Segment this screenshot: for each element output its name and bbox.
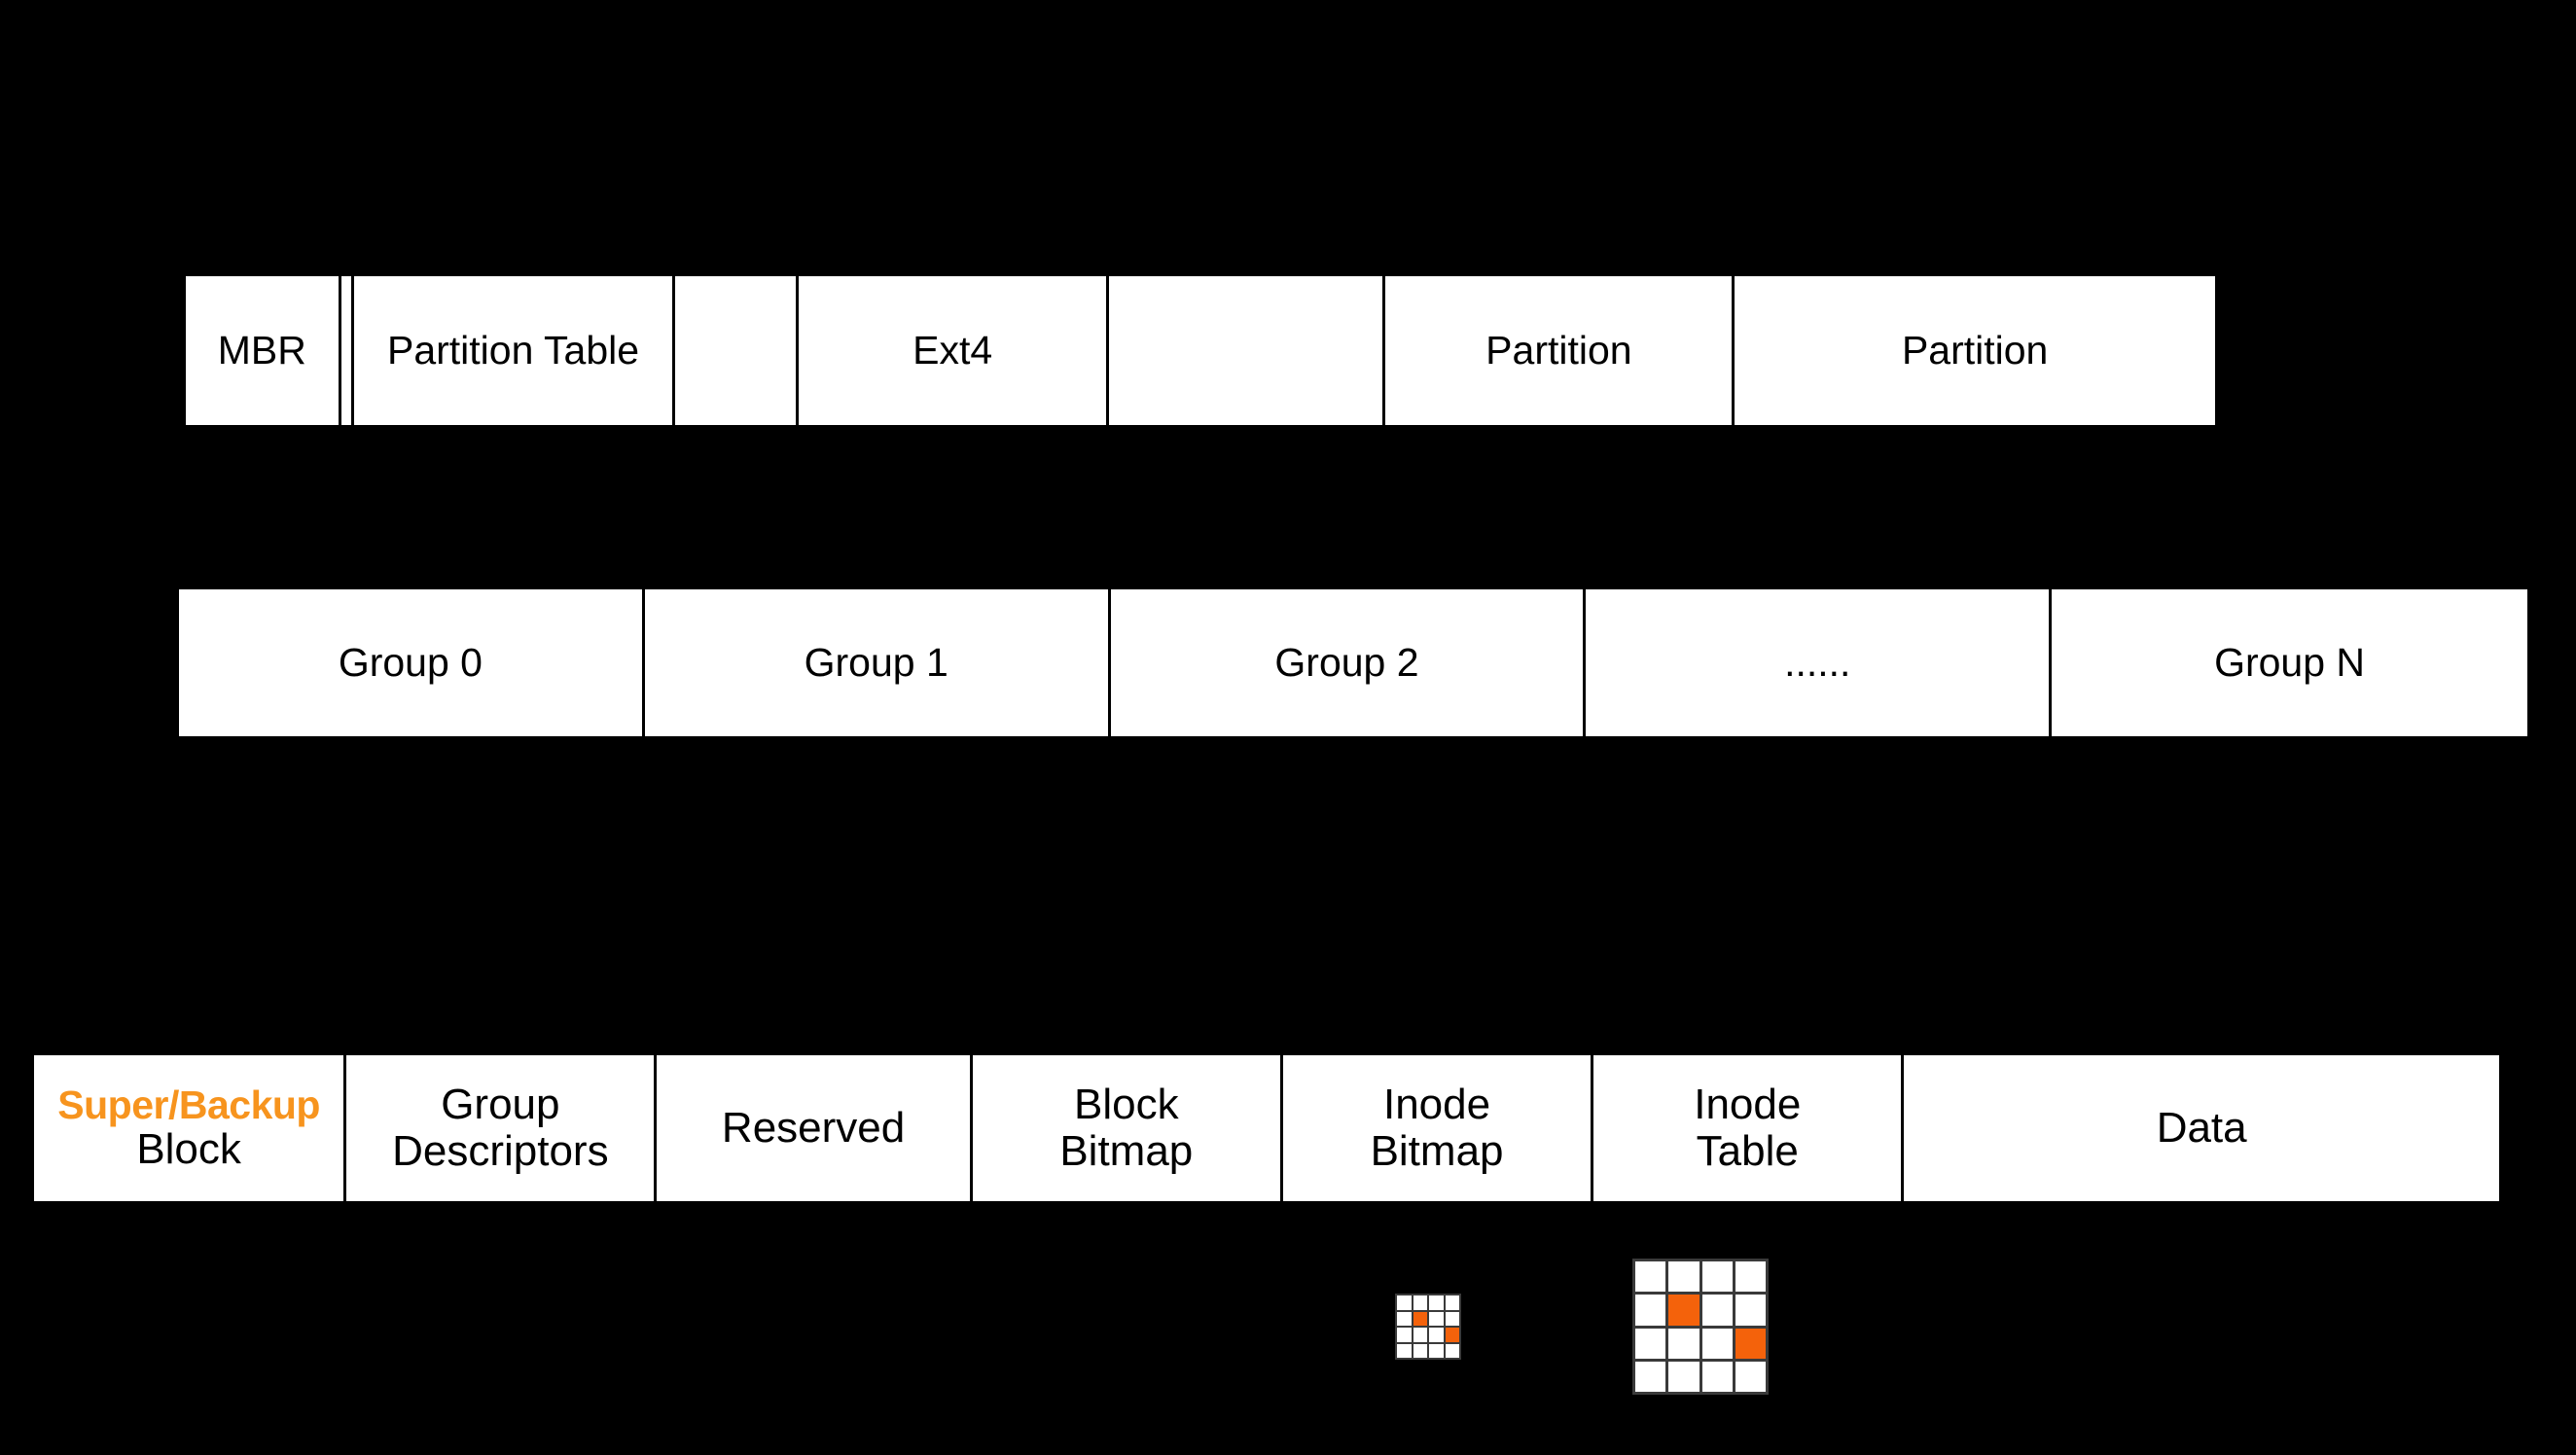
inode-bitmap-grid-cell-r0c3-free — [1735, 1261, 1766, 1293]
disk-cell-ext4: Ext4 — [799, 276, 1110, 425]
block-bitmap-grid-cell-r1c1-set — [1413, 1311, 1427, 1326]
detail-cell-data: Data — [1904, 1055, 2499, 1201]
disk-layout-strip: MBR Partition Table Ext4 Partition Partition — [183, 273, 2218, 428]
inode-bitmap-grid-cell-r3c1-free — [1668, 1361, 1699, 1392]
inode-bitmap-grid-cell-r0c0-free — [1635, 1261, 1666, 1293]
super-backup-block-line-1: Super/Backup — [57, 1082, 320, 1128]
block-bitmap-grid-cell-r1c2-free — [1429, 1311, 1444, 1326]
partition-label: Partition — [1901, 328, 2049, 373]
reserved-line-1: Reserved — [721, 1104, 906, 1153]
inode-bitmap-grid-cell-r1c2-free — [1701, 1295, 1733, 1326]
group-cell-group-2: Group 2 — [1110, 589, 1587, 736]
partition-label: Partition — [1485, 328, 1632, 373]
super-backup-block-line-2: Block — [136, 1125, 241, 1174]
disk-cell-spacer-5 — [1109, 276, 1386, 425]
inode-bitmap-grid-cell-r2c0-free — [1635, 1328, 1666, 1359]
inode-bitmap-grid-cell-r3c3-free — [1735, 1361, 1766, 1392]
block-bitmap-line-2: Bitmap — [1059, 1127, 1194, 1175]
partition-table-label: Partition Table — [386, 328, 640, 373]
block-bitmap-grid — [1395, 1294, 1461, 1360]
disk-cell-spacer-1 — [340, 276, 355, 425]
group-cell-spacer-3: ...... — [1586, 589, 2053, 736]
inode-bitmap-grid-cell-r1c1-set — [1668, 1295, 1699, 1326]
group-descriptors-line-1: Group — [441, 1081, 560, 1129]
block-bitmap-grid-cell-r1c0-free — [1397, 1311, 1412, 1326]
data-line-1: Data — [2156, 1104, 2247, 1153]
ext4-label: Ext4 — [912, 328, 993, 373]
block-bitmap-grid-cell-r0c3-free — [1445, 1295, 1459, 1310]
disk-cell-partition-table: Partition Table — [354, 276, 675, 425]
block-bitmap-grid-cell-r3c2-free — [1429, 1343, 1444, 1358]
inode-bitmap-grid-cell-r0c1-free — [1668, 1261, 1699, 1293]
group-2-label: Group 2 — [1274, 640, 1419, 686]
inode-table-line-1: Inode — [1694, 1081, 1802, 1129]
inode-bitmap-grid-cell-r0c2-free — [1701, 1261, 1733, 1293]
block-bitmap-grid-cell-r3c1-free — [1413, 1343, 1427, 1358]
block-bitmap-grid-cell-r3c3-free — [1445, 1343, 1459, 1358]
inode-bitmap-grid-cell-r2c1-free — [1668, 1328, 1699, 1359]
block-bitmap-grid-cell-r2c0-free — [1397, 1328, 1412, 1342]
group-n-label: Group N — [2214, 640, 2366, 686]
inode-bitmap-grid — [1632, 1259, 1769, 1395]
block-bitmap-grid-cell-r3c0-free — [1397, 1343, 1412, 1358]
group-cell-group-1: Group 1 — [644, 589, 1111, 736]
disk-cell-partition: Partition — [1735, 276, 2215, 425]
group-0-label: Group 0 — [338, 640, 483, 686]
disk-cell-partition: Partition — [1385, 276, 1735, 425]
inode-table-line-2: Table — [1696, 1127, 1799, 1175]
inode-bitmap-grid-cell-r1c3-free — [1735, 1295, 1766, 1326]
block-bitmap-grid-cell-r2c1-free — [1413, 1328, 1427, 1342]
block-bitmap-line-1: Block — [1074, 1081, 1179, 1129]
inode-bitmap-grid-cell-r2c3-set — [1735, 1328, 1766, 1359]
inode-bitmap-line-2: Bitmap — [1370, 1127, 1504, 1175]
mbr-label: MBR — [217, 328, 306, 373]
inode-bitmap-grid-cell-r1c0-free — [1635, 1295, 1666, 1326]
block-bitmap-grid-cell-r2c2-free — [1429, 1328, 1444, 1342]
detail-cell-reserved: Reserved — [657, 1055, 973, 1201]
inode-bitmap-grid-cell-r3c0-free — [1635, 1361, 1666, 1392]
inode-bitmap-grid-cell-r3c2-free — [1701, 1361, 1733, 1392]
disk-cell-spacer-3 — [674, 276, 800, 425]
block-bitmap-grid-cell-r1c3-free — [1445, 1311, 1459, 1326]
disk-cell-mbr: MBR — [186, 276, 341, 425]
inode-bitmap-line-1: Inode — [1382, 1081, 1491, 1129]
block-group-strip: Group 0 Group 1 Group 2...... Group N — [176, 586, 2530, 739]
group-cell-group-0: Group 0 — [179, 589, 645, 736]
group-cell-group-n: Group N — [2052, 589, 2527, 736]
group-1-label: Group 1 — [804, 640, 948, 686]
inode-bitmap-grid-cell-r2c2-free — [1701, 1328, 1733, 1359]
block-bitmap-grid-cell-r0c0-free — [1397, 1295, 1412, 1310]
block-bitmap-grid-cell-r0c1-free — [1413, 1295, 1427, 1310]
group-descriptors-line-2: Descriptors — [392, 1127, 609, 1175]
block-bitmap-grid-cell-r0c2-free — [1429, 1295, 1444, 1310]
spacer-3-label: ...... — [1784, 640, 1851, 686]
block-bitmap-grid-cell-r2c3-set — [1445, 1328, 1459, 1342]
